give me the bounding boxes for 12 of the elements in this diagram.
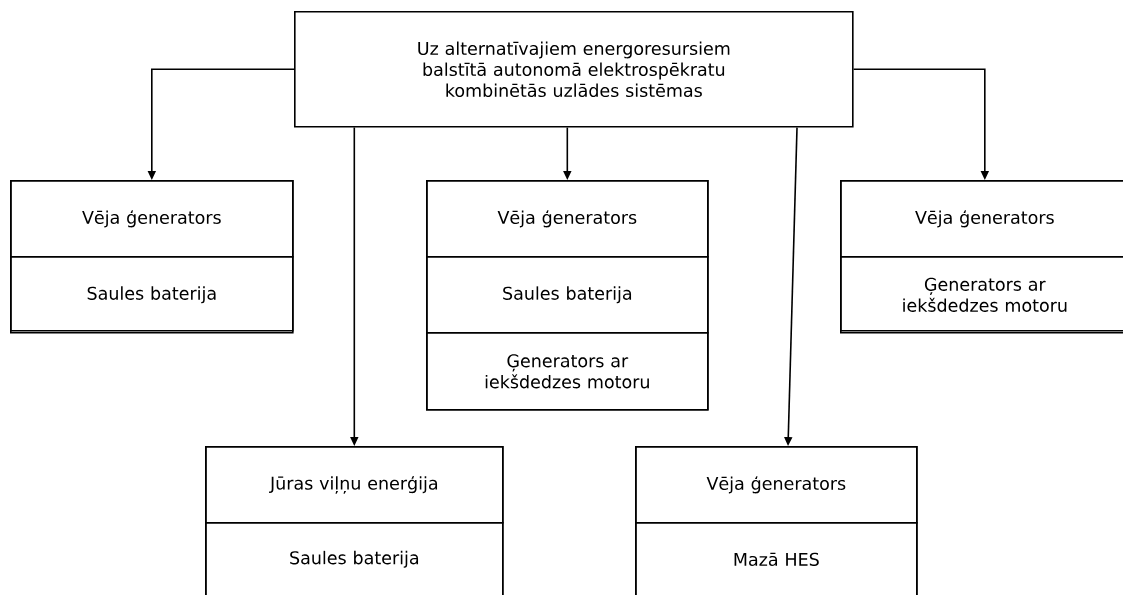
component-cell: Mazā HES (635, 522, 918, 595)
component-cell: Vēja ģenerators (635, 446, 918, 524)
component-cell: Ģenerators ar iekšdedzes motoru (426, 332, 709, 411)
component-cell: Vēja ģenerators (426, 180, 709, 258)
component-cell: Ģenerators ar iekšdedzes motoru (840, 256, 1123, 334)
component-cell: Saules baterija (426, 256, 709, 334)
component-cell: Saules baterija (10, 256, 294, 334)
component-cell: Saules baterija (205, 522, 504, 595)
title-box: Uz alternatīvajiem energoresursiem balstītā autonomā elektrospēkratu kombinētās uzlādes sistēmas (294, 11, 854, 128)
component-cell: Vēja ģenerators (10, 180, 294, 258)
component-cell: Jūras viļņu enerģija (205, 446, 504, 524)
component-cell: Vēja ģenerators (840, 180, 1123, 258)
